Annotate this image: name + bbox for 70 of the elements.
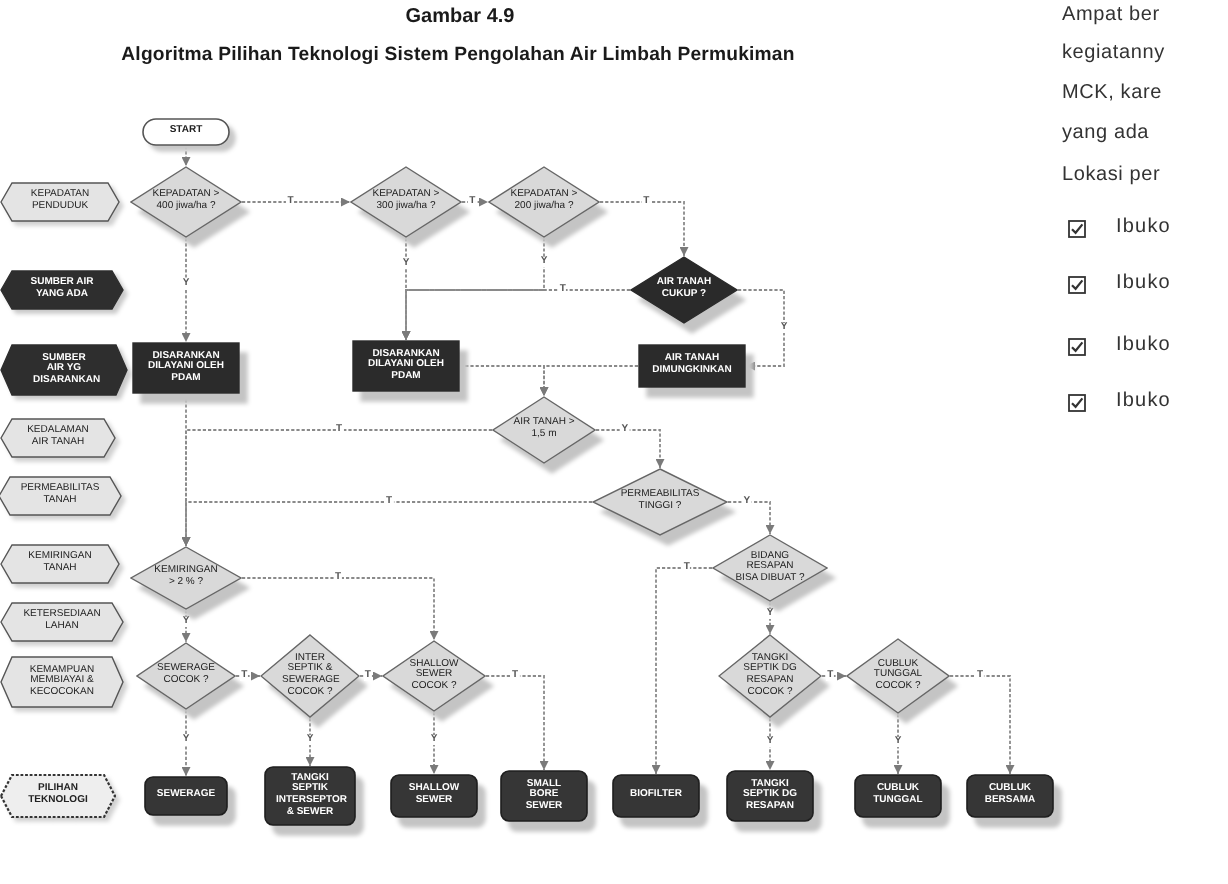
start-terminal — [142, 118, 230, 146]
process-box — [638, 344, 746, 388]
body-text: Lokasi per — [1062, 164, 1161, 188]
decision-diamond — [630, 256, 738, 324]
connector-arrow — [765, 601, 775, 635]
list-item-text: Ibuko — [1116, 390, 1171, 414]
connector-arrow — [181, 393, 191, 547]
result-box — [500, 770, 588, 822]
connector-arrow — [595, 429, 665, 469]
result-box — [854, 774, 942, 818]
body-text: kegiatanny — [1062, 42, 1165, 66]
connector-arrow — [181, 145, 191, 167]
connector-arrow — [235, 671, 261, 681]
connector-arrow — [181, 609, 191, 643]
result-box — [390, 774, 478, 818]
result-box — [966, 774, 1054, 818]
process-box — [132, 342, 240, 394]
connector-arrow — [305, 717, 315, 767]
decision-diamond — [350, 166, 462, 238]
category-hexagon — [0, 270, 124, 310]
connector-arrow — [181, 237, 191, 343]
connector-arrow — [359, 671, 383, 681]
body-text: MCK, kare — [1062, 82, 1162, 106]
decision-diamond — [260, 634, 360, 718]
result-box — [726, 770, 814, 822]
connector-arrow — [181, 709, 191, 777]
connector-arrow — [401, 289, 631, 341]
category-hexagon — [0, 656, 124, 708]
category-hexagon — [0, 476, 122, 516]
connector-arrow — [241, 197, 351, 207]
connector-arrow — [241, 577, 439, 641]
decision-diamond — [592, 468, 728, 536]
decision-diamond — [130, 546, 242, 610]
result-box — [612, 774, 700, 818]
figure-number: Gambar 4.9 — [405, 6, 515, 30]
connector-arrow — [461, 197, 489, 207]
list-item-text: Ibuko — [1116, 216, 1171, 240]
connector-arrow — [821, 671, 847, 681]
category-hexagon — [0, 182, 120, 222]
connector-arrow — [765, 717, 775, 771]
result-box — [144, 776, 228, 816]
body-text: yang ada — [1062, 122, 1150, 146]
category-hexagon — [0, 602, 124, 642]
result-box — [264, 766, 356, 826]
decision-diamond — [488, 166, 600, 238]
body-text: Ampat ber — [1062, 4, 1160, 28]
category-hexagon — [0, 418, 116, 458]
connector-arrow — [651, 567, 713, 775]
decision-diamond — [718, 634, 822, 718]
connector-arrow — [893, 713, 903, 775]
decision-diamond — [712, 534, 828, 602]
connector-arrow — [737, 289, 785, 371]
decision-diamond — [130, 166, 242, 238]
decision-diamond — [136, 642, 236, 710]
decision-diamond — [382, 640, 486, 712]
connector-arrow — [599, 201, 689, 257]
category-hexagon — [0, 544, 120, 584]
decision-diamond — [492, 396, 596, 464]
list-item-text: Ibuko — [1116, 334, 1171, 358]
connector-arrow — [727, 501, 775, 535]
list-item-text: Ibuko — [1116, 272, 1171, 296]
connector-arrow — [539, 365, 639, 397]
connector-arrow — [429, 711, 439, 775]
connector-arrow — [485, 675, 549, 771]
process-box — [352, 340, 460, 392]
decision-diamond — [846, 638, 950, 714]
connector-arrow — [949, 675, 1015, 775]
category-hexagon — [0, 774, 116, 818]
category-hexagon — [0, 344, 128, 396]
figure-title: Algoritma Pilihan Teknologi Sistem Pengolahan Air Limbah Permukiman — [121, 44, 795, 68]
